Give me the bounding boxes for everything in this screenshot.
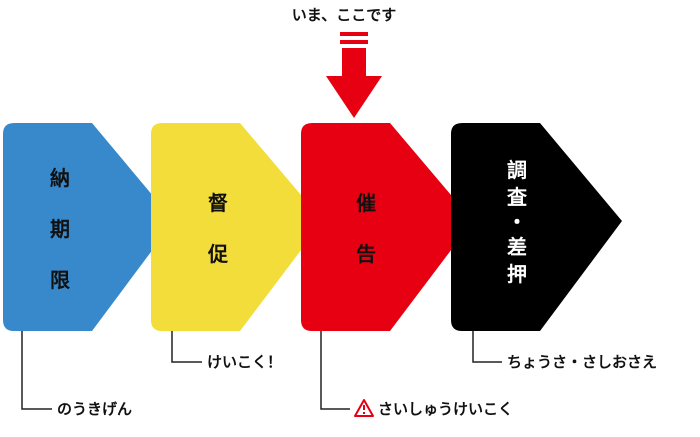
stage-tokusoku: 督 促: [151, 123, 323, 331]
warning-mark-dot: [363, 412, 365, 414]
stage-note: さいしゅうけいこく: [378, 400, 513, 418]
stage-char: 査: [507, 185, 527, 209]
stage-shape: [451, 123, 622, 331]
warning-mark-bar: [363, 405, 365, 410]
down-arrow-icon: [326, 32, 382, 118]
stage-note: けいこく！: [207, 353, 282, 371]
arrow-bar-2: [340, 40, 368, 44]
arrow-shaft: [342, 48, 366, 76]
stage-shape: [3, 123, 174, 331]
stage-note: ちょうさ・さしおさえ: [507, 353, 657, 371]
leader-line: [320, 331, 350, 410]
leader-line: [171, 331, 202, 363]
arrow-bar-1: [340, 32, 368, 36]
stage-note: のうきげん: [57, 400, 132, 418]
stage-char: 調: [507, 158, 527, 182]
stage-saikoku: 催 告: [301, 123, 473, 331]
stage-char: ・: [507, 210, 527, 234]
current-stage-label: いま、ここです: [292, 6, 396, 24]
stage-shape: [301, 123, 473, 331]
stage-char: 納: [50, 166, 70, 190]
stage-shape: [151, 123, 323, 331]
stage-char: 押: [507, 262, 527, 286]
stage-char: 限: [50, 268, 70, 292]
stage-char: 期: [50, 217, 70, 241]
warning-triangle-icon: [354, 399, 374, 417]
stage-char: 促: [207, 242, 229, 266]
stage-chousa-sashiosae: 調 査 ・ 差 押: [451, 123, 622, 331]
arrow-head: [326, 76, 382, 118]
leader-line: [472, 331, 502, 363]
stage-nouki: 納 期 限: [3, 123, 174, 331]
stage-char: 告: [356, 242, 376, 266]
stage-char: 督: [208, 191, 228, 215]
stage-char: 催: [356, 191, 376, 215]
stage-char: 差: [507, 235, 527, 259]
leader-line: [21, 331, 52, 410]
